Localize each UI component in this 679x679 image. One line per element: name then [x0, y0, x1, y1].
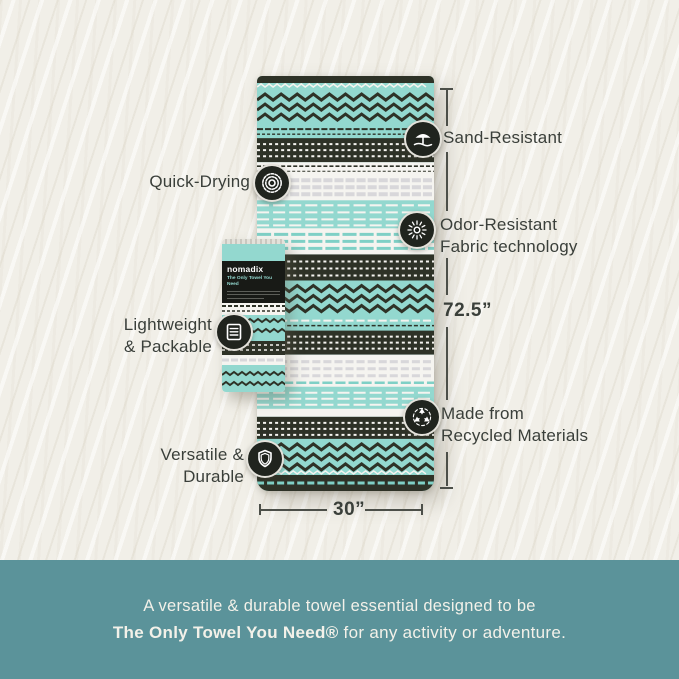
length-dimension-top-tick [440, 88, 453, 90]
concentric-rings-icon [262, 173, 282, 193]
package-top-stripe [222, 244, 285, 261]
versatile-badge [246, 440, 284, 478]
sand-resistant-label: Sand-Resistant [443, 128, 563, 147]
width-dimension-value: 30” [333, 499, 366, 520]
lightweight-line1: Lightweight [123, 315, 212, 334]
versatile-line2: Durable [183, 467, 244, 486]
folded-towel-icon [226, 323, 242, 341]
length-dimension-line [446, 152, 448, 211]
versatile-line1: Versatile & [160, 445, 244, 464]
width-dimension-left-tick [259, 504, 261, 515]
package-tagline: The Only Towel You Need [227, 276, 273, 287]
label-fine-print-line [227, 294, 280, 295]
package-crimp-edge [222, 239, 285, 244]
brand-logo: nomadix [227, 264, 264, 274]
package-label: nomadix The Only Towel You Need [222, 261, 285, 303]
width-dimension-right-tick [421, 504, 423, 515]
odor-line2: Fabric technology [440, 237, 578, 256]
odor-resistant-label: Odor-Resistant Fabric technology [440, 214, 578, 258]
odor-resistant-badge [398, 211, 436, 249]
length-dimension-line [446, 452, 448, 486]
beach-umbrella-icon [413, 134, 433, 147]
length-dimension-value: 72.5” [443, 300, 492, 321]
recycle-icon [412, 407, 432, 427]
lightweight-badge [215, 313, 253, 351]
quick-drying-label: Quick-Drying [149, 172, 250, 191]
banner-line2-rest: for any activity or adventure. [338, 622, 567, 642]
banner-line1: A versatile & durable towel essential de… [143, 596, 536, 615]
label-fine-print-line [227, 297, 265, 299]
lightweight-line2: & Packable [124, 337, 212, 356]
width-dimension-line [365, 509, 421, 511]
lightweight-packable-label: Lightweight & Packable [124, 314, 212, 358]
banner-trademark-phrase: The Only Towel You Need® [112, 622, 339, 642]
banner-line2: The Only Towel You Need® for any activit… [113, 623, 566, 643]
versatile-durable-label: Versatile & Durable [161, 444, 244, 488]
length-dimension-line [446, 327, 448, 400]
width-dimension-line [261, 509, 327, 511]
quick-drying-badge [253, 164, 291, 202]
length-dimension-line [446, 258, 448, 295]
length-dimension-bottom-tick [440, 487, 453, 489]
shield-icon [258, 449, 272, 468]
length-dimension-line [446, 90, 448, 126]
odor-line1: Odor-Resistant [440, 215, 558, 234]
label-fine-print-line [227, 290, 280, 292]
sand-resistant-badge [404, 120, 442, 158]
recycled-line1: Made from [441, 404, 525, 423]
recycled-label: Made from Recycled Materials [441, 403, 588, 447]
recycled-badge [403, 398, 441, 436]
tagline-banner: A versatile & durable towel essential de… [0, 560, 679, 679]
starburst-icon [407, 220, 427, 240]
recycled-line2: Recycled Materials [441, 426, 589, 445]
